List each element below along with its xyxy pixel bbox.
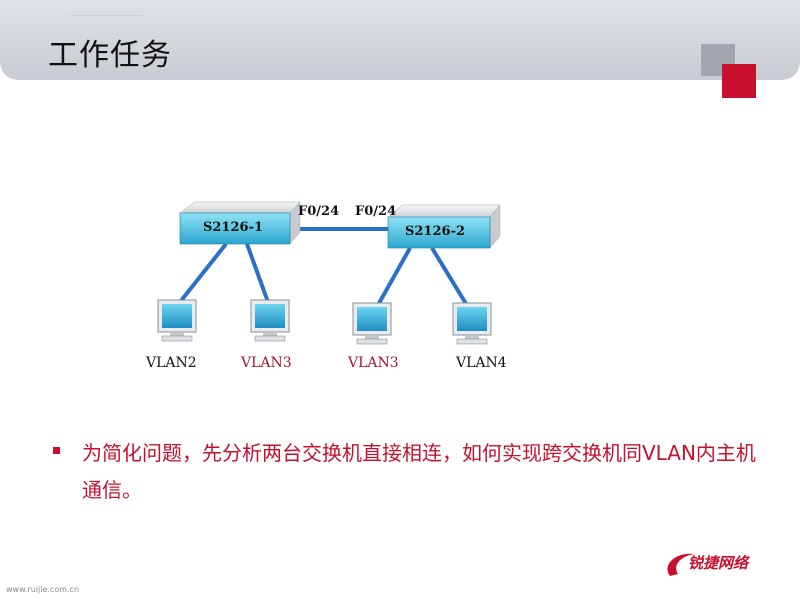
vlan-label: VLAN4 (456, 355, 507, 371)
ruijie-logo-icon (667, 553, 694, 576)
title-bar (0, 0, 800, 80)
switch-label: S2126-2 (405, 224, 466, 239)
bullet-text: 为简化问题，先分析两台交换机直接相连，如何实现跨交换机同VLAN内主机通信。 (82, 441, 756, 502)
switch-label: S2126-1 (203, 220, 264, 235)
switch-s2126-2 (387, 204, 501, 249)
pc-icon (250, 299, 290, 342)
vlan-label: VLAN2 (146, 355, 197, 371)
port-label: F0/24 (298, 204, 340, 219)
pc-icon (157, 299, 197, 342)
access-link (376, 247, 412, 306)
logo-text: 锐捷网络 (688, 554, 749, 572)
bullet-icon (53, 447, 60, 454)
access-link (178, 242, 228, 304)
footer-url[interactable]: www.ruijie.com.cn (6, 585, 80, 594)
access-link (430, 246, 470, 309)
pc-icon (352, 302, 392, 345)
decor-square-red (722, 64, 756, 98)
page-title: 工作任务 (48, 38, 172, 73)
vlan-label: VLAN3 (348, 355, 399, 371)
port-label: F0/24 (355, 204, 397, 219)
pc-icon (452, 302, 492, 345)
access-link (245, 243, 270, 303)
header-tiny-text: ……………………………………………… (70, 12, 142, 17)
vlan-label: VLAN3 (241, 355, 292, 371)
switch-s2126-1 (179, 201, 301, 245)
